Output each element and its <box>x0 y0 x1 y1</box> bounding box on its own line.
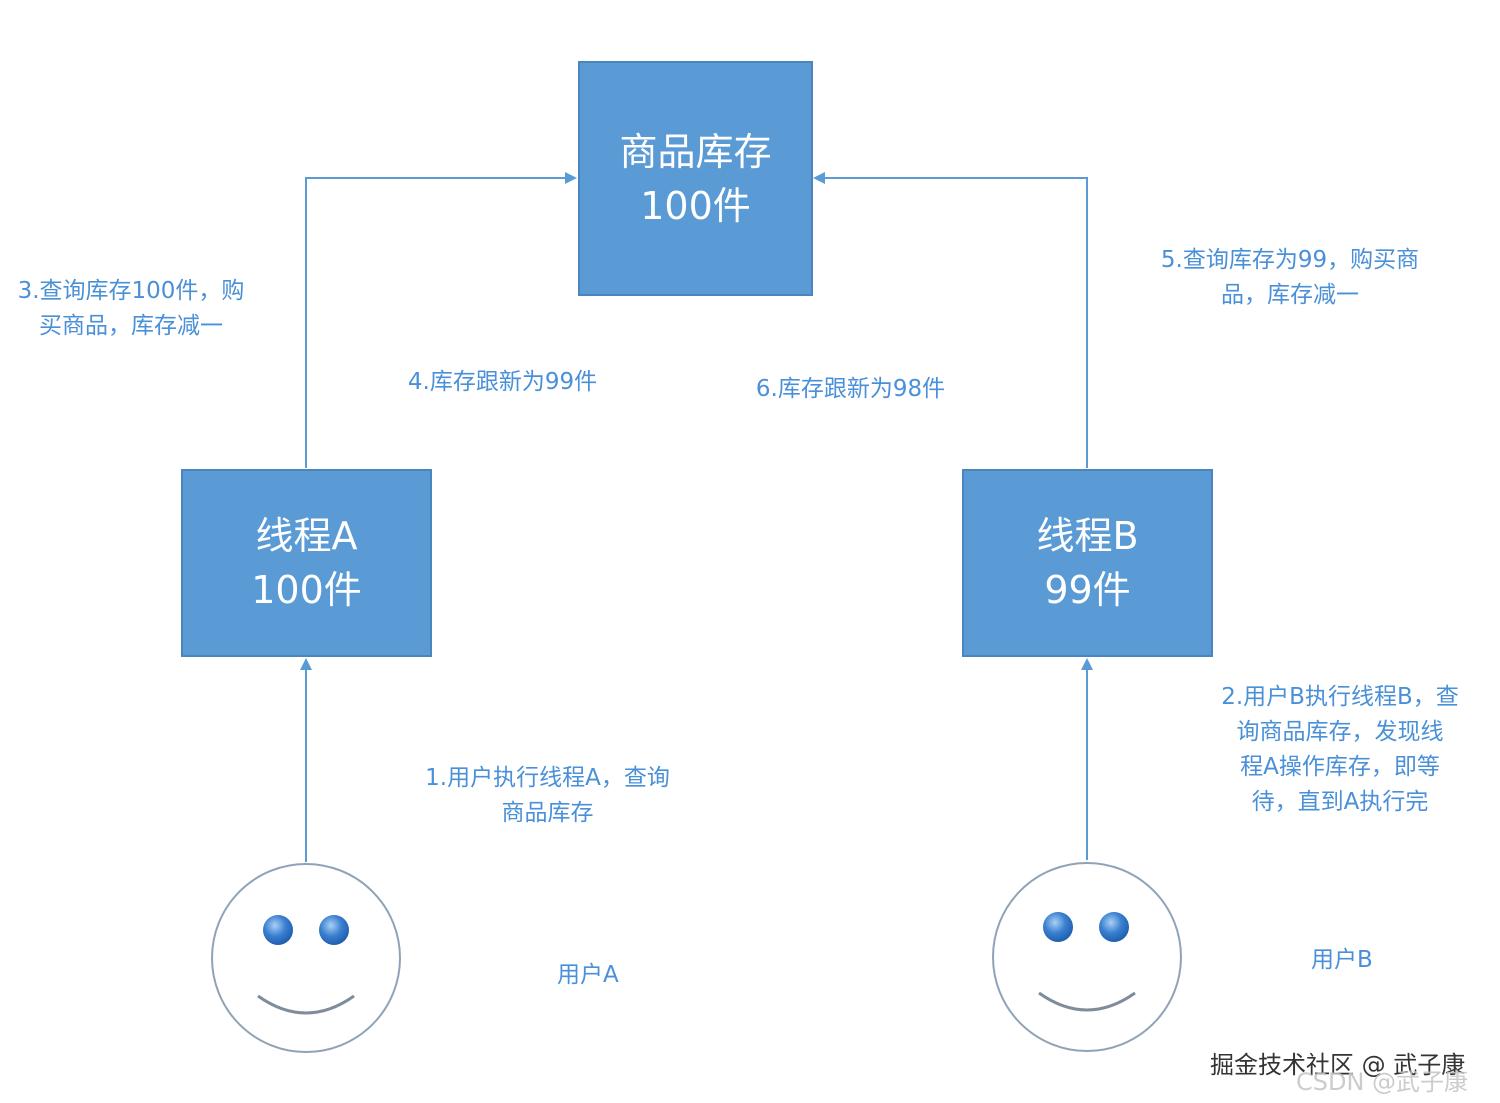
user-a-label: 用户A <box>557 962 619 988</box>
note-step2-line3: 程A操作库存，即等 <box>1240 754 1440 780</box>
note-step5-line1: 5.查询库存为99，购买商 <box>1160 247 1420 273</box>
thread-b-title: 线程B <box>1036 514 1139 558</box>
thread-a-box: 线程A 100件 <box>181 469 432 657</box>
thread-b-box: 线程B 99件 <box>962 469 1213 657</box>
note-step4: 4.库存跟新为99件 <box>407 369 598 395</box>
thread-a-title: 线程A <box>255 514 358 558</box>
note-step3-line2: 买商品，库存减一 <box>39 313 223 339</box>
note-step1-line2: 商品库存 <box>501 800 594 826</box>
note-step3: 3.查询库存100件，购 买商品，库存减一 <box>0 274 262 344</box>
user-b-label: 用户B <box>1311 947 1373 973</box>
note-step5: 5.查询库存为99，购买商 品，库存减一 <box>1140 243 1440 313</box>
note-step1-line1: 1.用户执行线程A，查询 <box>425 765 670 791</box>
thread-b-count: 99件 <box>1044 568 1131 612</box>
note-step1: 1.用户执行线程A，查询 商品库存 <box>400 761 695 831</box>
user-a-smiley-icon <box>211 863 401 1053</box>
note-step3-line1: 3.查询库存100件，购 <box>17 278 245 304</box>
stock-count: 100件 <box>640 183 751 228</box>
arrow-thread-b-to-stock <box>813 172 1088 468</box>
arrow-thread-a-to-stock <box>305 172 577 468</box>
thread-a-count: 100件 <box>251 568 362 612</box>
stock-title: 商品库存 <box>619 129 772 174</box>
watermark-juejin: 掘金技术社区 @ 武子康 <box>1210 1051 1466 1079</box>
watermark-csdn: CSDN @武子康 <box>1296 1068 1469 1096</box>
user-b-smiley-icon <box>992 862 1182 1052</box>
note-step2-line4: 待，直到A执行完 <box>1251 789 1429 815</box>
note-step2-line1: 2.用户B执行线程B，查 <box>1221 684 1459 710</box>
note-step6: 6.库存跟新为98件 <box>755 376 946 402</box>
note-step5-line2: 品，库存减一 <box>1221 282 1359 308</box>
note-step2: 2.用户B执行线程B，查 询商品库存，发现线 程A操作库存，即等 待，直到A执行… <box>1200 680 1480 820</box>
note-step2-line2: 询商品库存，发现线 <box>1236 719 1444 745</box>
stock-box: 商品库存 100件 <box>578 61 813 296</box>
